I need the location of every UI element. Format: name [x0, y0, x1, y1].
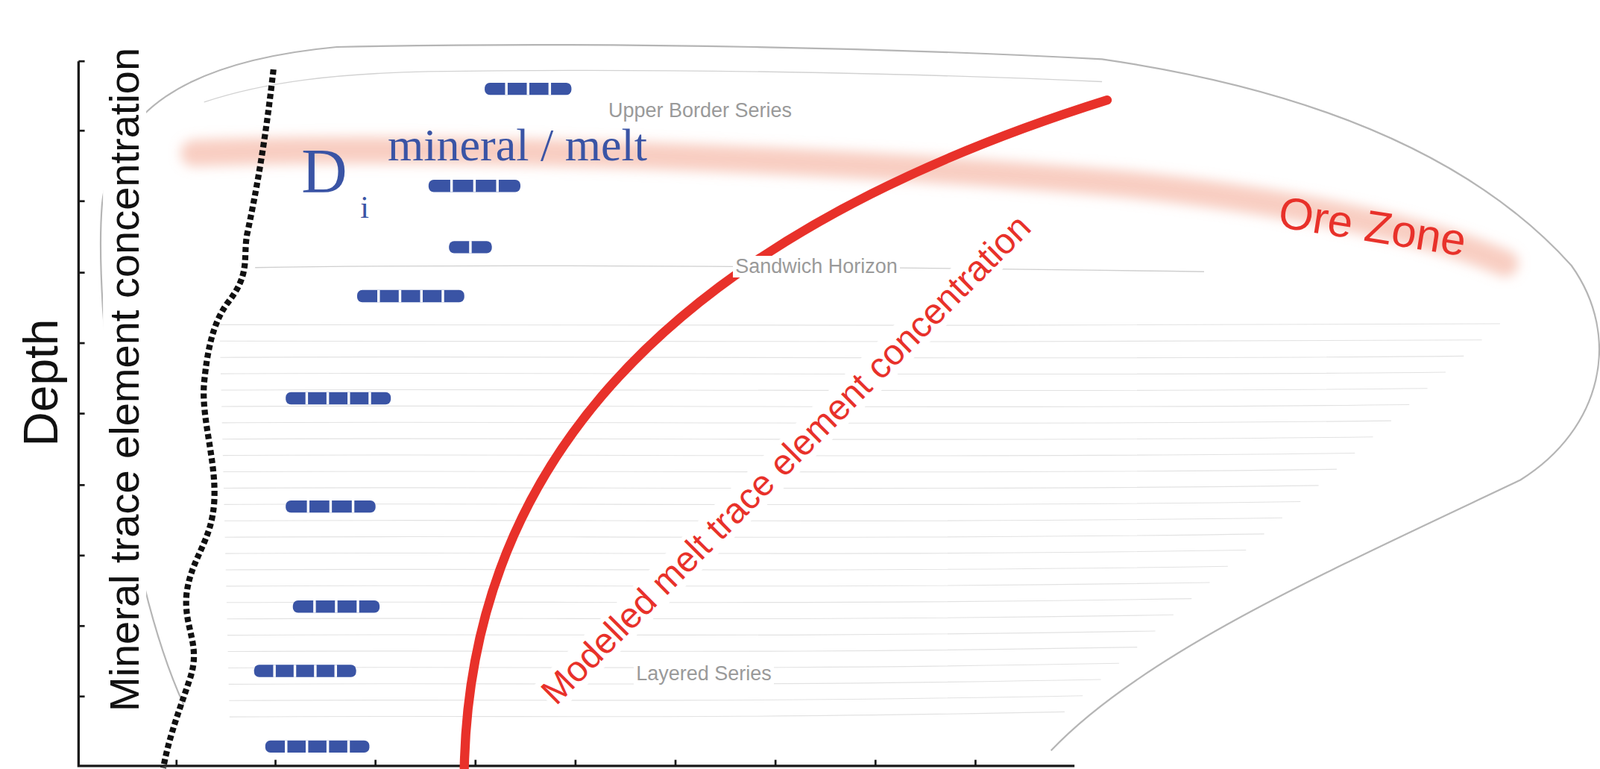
tick [874, 759, 877, 766]
layer-line [219, 323, 1501, 326]
bar-gap [527, 82, 530, 95]
tick [274, 759, 277, 766]
bar-gap [272, 664, 276, 677]
layer-line [219, 339, 1483, 342]
bar-gap [326, 392, 329, 405]
bar-gap [473, 179, 476, 192]
tick [474, 759, 477, 766]
bar-gap [377, 290, 380, 302]
partition-bar [484, 82, 572, 95]
bar-gap [284, 740, 288, 753]
zone-label: Ore Zone [1275, 190, 1470, 264]
bar-gap [450, 179, 453, 192]
curve-label: Mineral trace element concentration [102, 45, 147, 714]
tick [974, 759, 977, 766]
bar-gap [504, 82, 507, 95]
layer-line [225, 533, 1265, 537]
layer-line [225, 565, 1228, 570]
bar-gap [334, 600, 337, 613]
bar-gap [347, 392, 350, 405]
tick [175, 759, 178, 766]
axis-label: Depth [17, 319, 65, 447]
tick [574, 759, 578, 766]
layer-line [228, 695, 1083, 701]
bar-gap [313, 664, 317, 677]
border-line [204, 70, 1102, 103]
unit-label: Upper Border Series [606, 99, 795, 122]
layer-line [225, 550, 1246, 554]
bar-gap [495, 179, 499, 192]
layer-line [220, 372, 1446, 375]
partition-bar [285, 392, 391, 405]
bar-gap [329, 500, 332, 513]
bar-gap [313, 600, 316, 613]
tick [78, 553, 85, 557]
bar-gap [398, 290, 402, 302]
tick [774, 759, 777, 766]
bar-gap [293, 664, 296, 677]
partition-bar [254, 664, 357, 677]
partition-bars [254, 82, 572, 753]
melt-curve [464, 99, 1108, 768]
partition-bar [448, 240, 492, 253]
intrusion-outline [100, 44, 1600, 751]
bar-gap [441, 290, 444, 302]
coefficient-subscript: i [360, 191, 370, 223]
tick [78, 271, 85, 274]
partition-bar [428, 179, 521, 192]
layer-line [228, 647, 1138, 652]
bar-gap [356, 600, 359, 613]
bar-gap [305, 740, 308, 753]
coefficient-superscript: mineral / melt [387, 121, 648, 168]
bar-gap [420, 290, 423, 302]
layer-line [221, 388, 1428, 391]
partition-bar [265, 740, 370, 753]
bar-gap [347, 740, 350, 753]
bar-gap [548, 82, 551, 95]
bar-gap [368, 392, 371, 405]
bar-gap [334, 664, 337, 677]
tick [78, 483, 85, 487]
partition-bar [293, 600, 380, 613]
bar-gap [305, 392, 308, 405]
layer-line [229, 711, 1065, 717]
bar-gap [351, 500, 355, 513]
tick [78, 199, 85, 203]
tick [78, 412, 85, 415]
bar-gap [468, 240, 472, 253]
tick [674, 759, 677, 766]
tick [374, 759, 377, 766]
layer-line [219, 355, 1464, 358]
mineral-curve [163, 69, 274, 768]
tick [78, 694, 85, 698]
tick [78, 342, 85, 345]
tick [78, 129, 85, 132]
curve-label: Modelled melt trace element concentratio… [532, 205, 1039, 713]
unit-label: Sandwich Horizon [732, 255, 900, 278]
partition-bar [357, 290, 465, 302]
bar-gap [307, 500, 310, 513]
layer-line [225, 582, 1210, 587]
tick [78, 624, 85, 628]
tick [78, 60, 85, 63]
layer-line [227, 630, 1156, 636]
layer-line [226, 614, 1173, 619]
unit-label: Layered Series [633, 662, 774, 685]
coefficient-symbol: D [301, 139, 347, 203]
partition-bar [285, 500, 376, 513]
bar-gap [326, 740, 329, 753]
horizon-line [254, 265, 1205, 272]
